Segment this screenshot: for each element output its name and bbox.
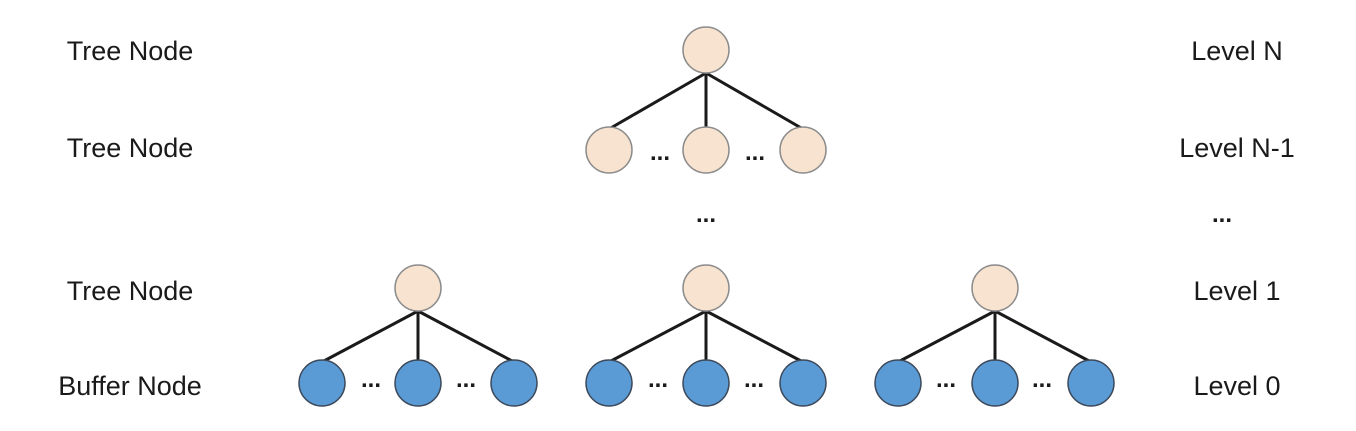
edge-group-1-child-3 — [417, 309, 515, 364]
ellipsis-buffer-group-2-a: ... — [648, 366, 668, 393]
tree-node-level-n — [682, 26, 730, 74]
ellipsis-buffer-group-3-b: ... — [1032, 366, 1052, 393]
ellipsis-buffer-group-3-a: ... — [936, 366, 956, 393]
ellipsis-buffer-group-2-b: ... — [744, 366, 764, 393]
nodes — [298, 26, 1115, 407]
buffer-node-1-1 — [298, 359, 346, 407]
buffer-node-3-1 — [874, 359, 922, 407]
tree-node-level-n-1-2 — [682, 126, 730, 174]
edge-group-2-child-1 — [608, 309, 707, 364]
edge-group-2-child-3 — [705, 309, 804, 364]
ellipsis-between-levels: ... — [696, 201, 716, 228]
buffer-node-2-2 — [682, 359, 730, 407]
left-label-level-n-1: Tree Node — [67, 133, 194, 163]
edge-group-3-child-3 — [994, 309, 1092, 364]
edge-group-1-child-1 — [321, 309, 419, 364]
buffer-node-2-3 — [779, 359, 827, 407]
tree-node-level-n-1-1 — [585, 126, 633, 174]
buffer-node-2-1 — [585, 359, 633, 407]
right-label-level-0: Level 0 — [1193, 371, 1280, 401]
tree-node-level-1-2 — [682, 264, 730, 312]
buffer-node-3-3 — [1067, 359, 1115, 407]
left-label-level-1: Tree Node — [67, 276, 194, 306]
edge-level-n-to-child-1 — [608, 71, 707, 131]
right-label-level-1: Level 1 — [1193, 276, 1280, 306]
left-label-level-n: Tree Node — [67, 36, 194, 66]
ellipsis-buffer-group-1-b: ... — [456, 366, 476, 393]
buffer-node-1-3 — [490, 359, 538, 407]
tree-node-level-1-3 — [971, 264, 1019, 312]
right-label-ellipsis: ... — [1212, 201, 1232, 228]
ellipsis-level-n-1-a: ... — [650, 139, 670, 166]
ellipsis-buffer-group-1-a: ... — [361, 366, 381, 393]
right-label-level-n: Level N — [1191, 36, 1283, 66]
left-label-level-0: Buffer Node — [58, 371, 202, 401]
right-label-level-n-1: Level N-1 — [1179, 133, 1295, 163]
edges — [321, 71, 1092, 364]
tree-node-level-n-1-3 — [779, 126, 827, 174]
buffer-node-1-2 — [394, 359, 442, 407]
edge-group-3-child-1 — [897, 309, 996, 364]
tree-node-level-1-1 — [394, 264, 442, 312]
ellipsis-level-n-1-b: ... — [745, 139, 765, 166]
buffer-node-3-2 — [971, 359, 1019, 407]
edge-level-n-to-child-3 — [705, 71, 804, 131]
